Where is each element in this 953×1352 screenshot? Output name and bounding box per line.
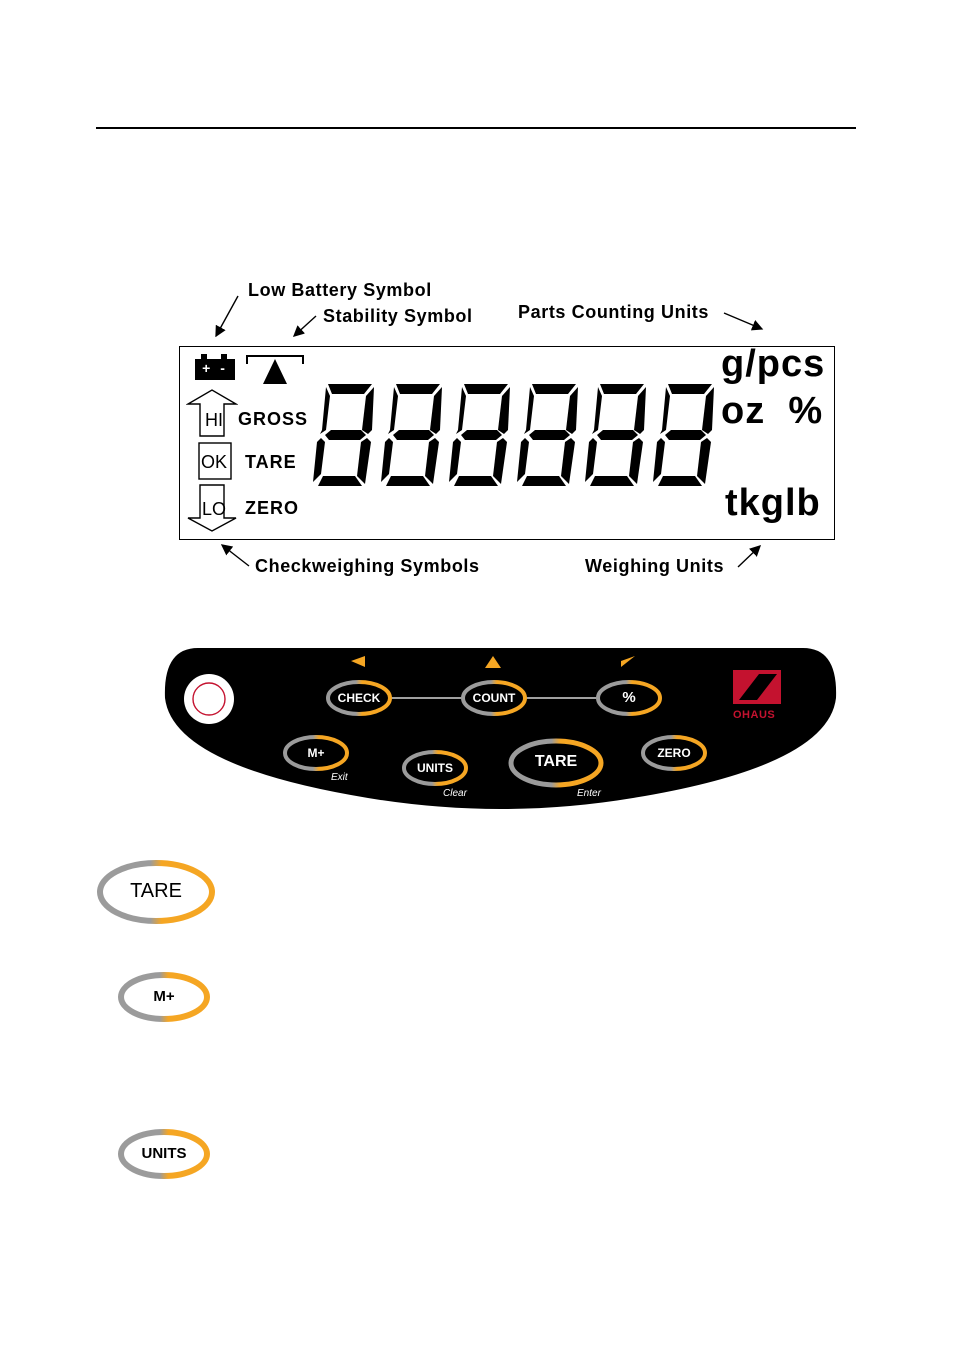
- m-plus-button[interactable]: M+: [285, 746, 347, 760]
- check-button[interactable]: CHECK: [328, 691, 390, 705]
- ohaus-logo: OHAUS: [733, 709, 775, 721]
- tare-key-icon: TARE: [100, 880, 212, 903]
- clear-label: Clear: [443, 788, 467, 799]
- units-key-icon: UNITS: [121, 1145, 207, 1162]
- tare-button[interactable]: TARE: [511, 753, 601, 771]
- m-plus-key-icon: M+: [121, 988, 207, 1005]
- percent-button[interactable]: %: [598, 689, 660, 706]
- enter-label: Enter: [577, 788, 601, 799]
- units-button[interactable]: UNITS: [404, 761, 466, 775]
- count-button[interactable]: COUNT: [463, 691, 525, 705]
- zero-button[interactable]: ZERO: [643, 746, 705, 760]
- exit-label: Exit: [331, 772, 348, 783]
